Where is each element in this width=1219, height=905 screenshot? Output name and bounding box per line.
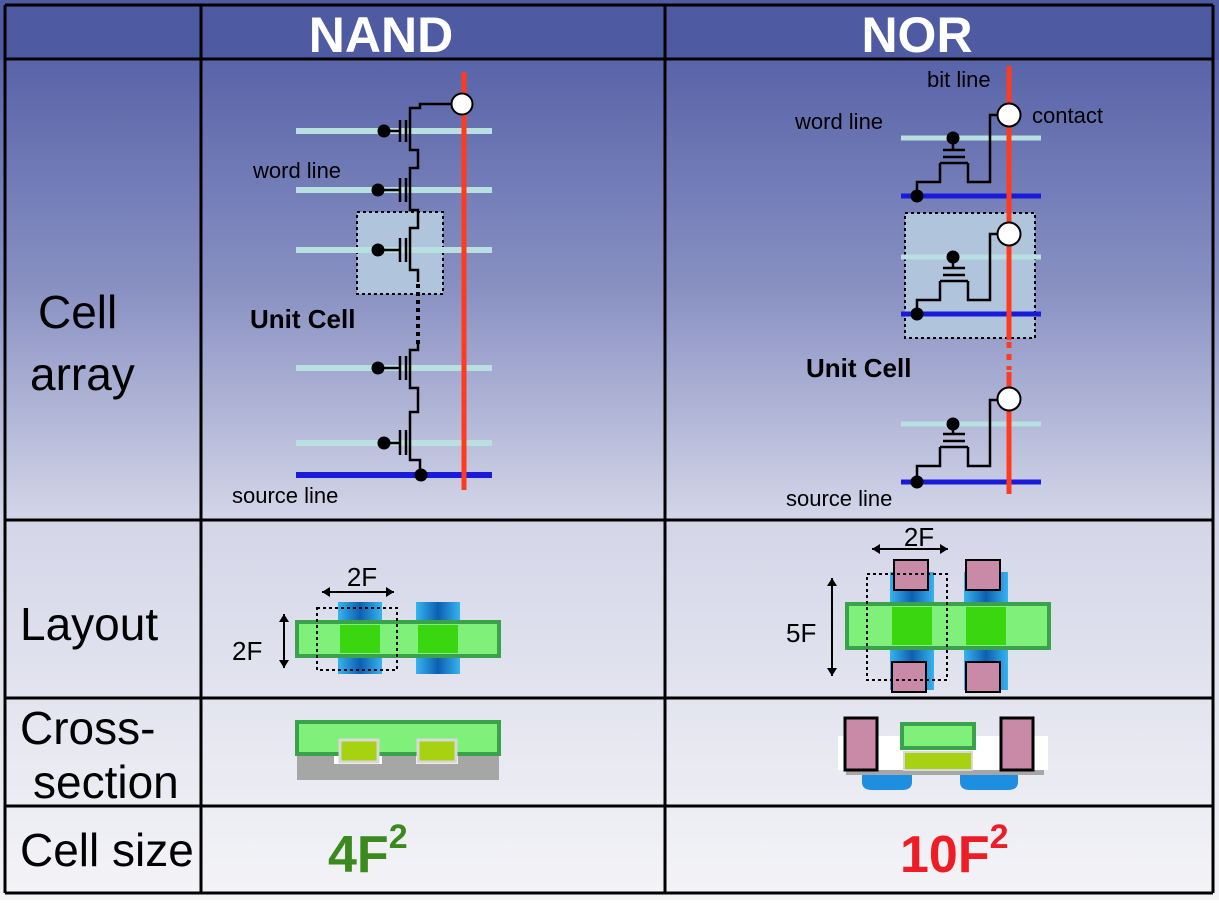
nor-dots [910, 131, 960, 489]
nand-floating-gate-1 [338, 738, 380, 764]
nand-contact-circle [450, 92, 474, 116]
row-label-cell-array-line2: array [30, 348, 135, 400]
nor-diffusion-2 [960, 772, 1018, 790]
nor-channel-1 [892, 607, 932, 645]
nand-transistor-string [380, 102, 462, 475]
nor-transistor-2 [915, 232, 998, 314]
nor-source-lines [901, 193, 1041, 485]
row-label-cell-size: Cell size [20, 824, 194, 876]
nor-bit-line-label: bit line [927, 67, 991, 92]
nor-source-line-label: source line [786, 486, 892, 511]
nor-channel-2 [966, 607, 1006, 645]
nor-cross-section [838, 716, 1048, 790]
row-label-cross-line1: Cross- [20, 702, 155, 754]
nand-cell-array: word line Unit Cell source line [232, 72, 492, 508]
nor-contact-left [843, 716, 879, 772]
row-label-cross-line2: section [33, 756, 179, 808]
nor-diffusion-1 [862, 772, 912, 790]
nor-layout: 2F 5F [786, 522, 1051, 693]
nand-width-label: 2F [347, 562, 377, 592]
nor-unit-cell-label: Unit Cell [806, 353, 911, 383]
nor-height-label: 5F [786, 618, 816, 648]
nor-contact-right [999, 716, 1035, 772]
nand-channel-1 [340, 625, 380, 653]
nor-cell-size-base: 10F [900, 826, 990, 884]
header-band [0, 0, 1219, 60]
nand-control-gate [295, 720, 501, 756]
nand-channel-2 [418, 625, 458, 653]
row-label-cell-array-line1: Cell [38, 286, 117, 338]
nor-contact-label: contact [1032, 103, 1103, 128]
nand-width-arrowheads [322, 587, 394, 597]
nor-word-lines [901, 135, 1041, 427]
nor-word-line-label: word line [794, 109, 883, 134]
nand-word-line-label: word line [252, 158, 341, 183]
nor-transistor-3 [915, 398, 998, 482]
nand-cell-size-exponent: 2 [389, 818, 408, 856]
row-label-layout: Layout [20, 598, 158, 650]
nand-word-line-dots [371, 124, 428, 482]
nor-width-arrowheads [872, 544, 948, 554]
nand-substrate [297, 752, 499, 780]
nor-cell-size: 10F2 [900, 818, 1009, 884]
nand-layout: 2F 2F [232, 562, 501, 674]
nor-floating-gate [903, 751, 973, 771]
nor-cell-array: bit line contact word line Unit Cell sou… [786, 66, 1103, 511]
nand-source-line-label: source line [232, 483, 338, 508]
nor-substrate [846, 770, 1044, 775]
nor-control-gate [900, 722, 976, 750]
top-background [0, 0, 1219, 520]
nor-unit-cell-outline [866, 573, 948, 681]
nand-height-label: 2F [232, 636, 262, 666]
nand-unit-cell-outline [316, 607, 398, 671]
nor-width-label: 2F [904, 522, 934, 552]
nand-floating-gate-2 [416, 738, 458, 764]
nand-cell-size-base: 4F [328, 826, 389, 884]
nor-contact-circles [996, 102, 1022, 412]
nor-cell-size-exponent: 2 [990, 818, 1009, 856]
bottom-background [0, 520, 1219, 900]
table-grid [3, 3, 1215, 895]
nand-cell-size: 4F2 [328, 818, 408, 884]
nand-unit-cell-label: Unit Cell [250, 304, 355, 334]
nand-cross-section [295, 720, 501, 780]
header-nor: NOR [861, 7, 972, 63]
nor-contact-plugs [891, 559, 1001, 693]
header-nand: NAND [309, 7, 453, 63]
nor-transistor-1 [915, 113, 998, 196]
